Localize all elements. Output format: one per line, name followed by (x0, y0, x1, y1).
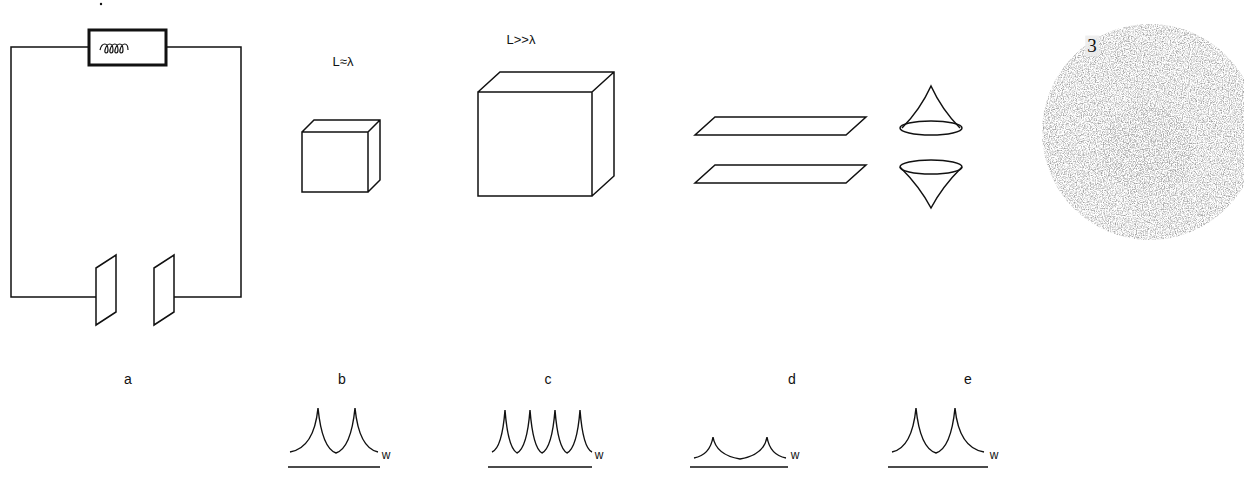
panel-letter: a (124, 372, 132, 387)
size-label: L≈λ (333, 55, 354, 69)
axis-label: w (595, 449, 604, 462)
spectrum (690, 437, 788, 467)
panel-letter: d (788, 372, 796, 387)
capacitor-plate (96, 255, 116, 325)
cone-rim (900, 160, 962, 174)
large-cavity (478, 72, 614, 196)
spectrum (288, 408, 380, 467)
inductor-box (89, 30, 166, 65)
cone (900, 167, 962, 208)
inductor-coil (100, 44, 128, 53)
plate (695, 117, 866, 135)
stamp-number: 3 (1085, 36, 1099, 57)
small-cavity (302, 120, 380, 192)
axis-label: w (990, 449, 999, 462)
circuit-wire (11, 47, 241, 297)
panel-letter: b (338, 372, 346, 387)
panel-letter: c (545, 372, 552, 387)
spectrum (888, 408, 988, 467)
plate (695, 165, 866, 183)
page-stamp (1042, 24, 1244, 240)
panel-letter: e (964, 372, 972, 387)
spectra (288, 408, 988, 467)
size-label: L>>λ (507, 33, 536, 47)
spectrum (488, 410, 592, 467)
axis-label: w (382, 449, 391, 462)
cone-rim (900, 121, 962, 135)
capacitor-plate (154, 255, 174, 325)
speck (100, 3, 102, 5)
axis-label: w (791, 449, 800, 462)
stamp-core (1103, 105, 1193, 195)
